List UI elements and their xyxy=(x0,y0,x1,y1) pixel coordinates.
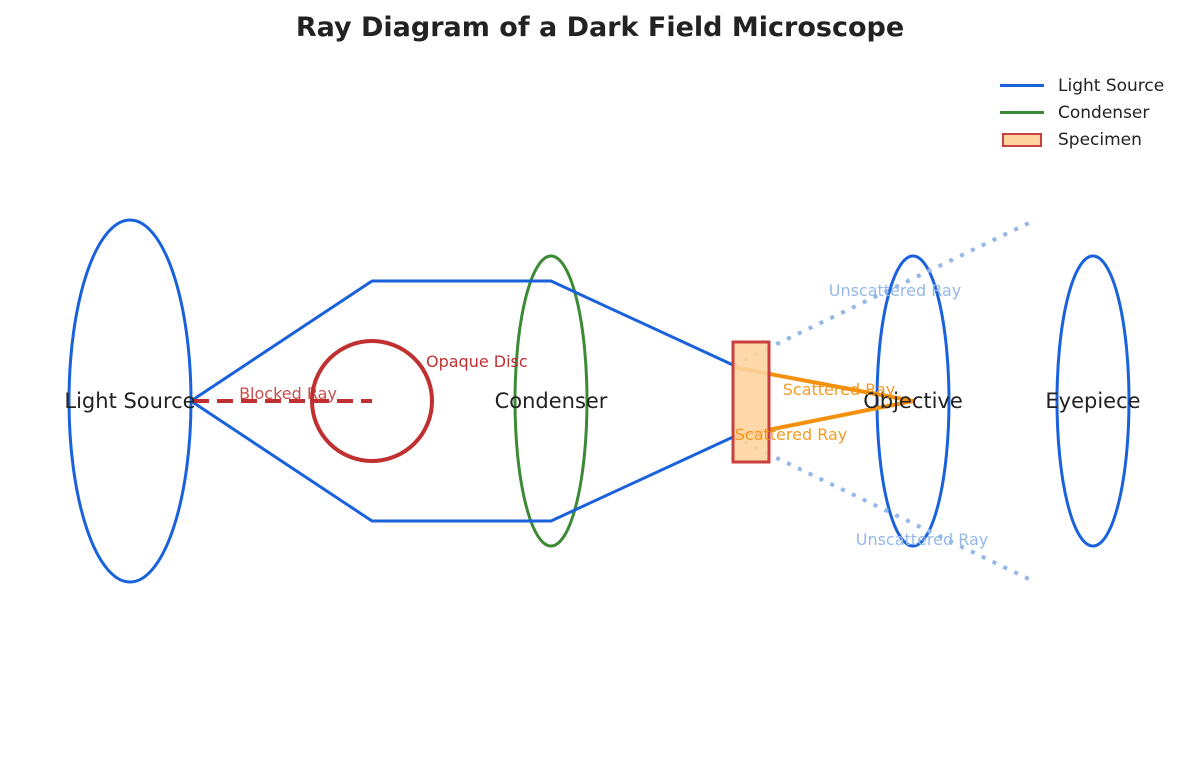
objective-label: Objective xyxy=(863,389,963,413)
objective-lens xyxy=(875,254,951,548)
condenser-lens xyxy=(513,254,589,548)
legend-item-condenser: Condenser xyxy=(1000,99,1190,126)
legend-item-specimen: Specimen xyxy=(1000,126,1190,153)
light-source-label: Light Source xyxy=(64,389,195,413)
unscattered-ray-label-bottom: Unscattered Ray xyxy=(856,530,989,549)
eyepiece-lens xyxy=(1055,254,1131,548)
legend-label-specimen: Specimen xyxy=(1058,129,1142,150)
specimen xyxy=(731,340,771,464)
legend: Light Source Condenser Specimen xyxy=(1000,72,1190,153)
unscattered-ray-label-top: Unscattered Ray xyxy=(829,281,962,300)
unscattered-ray-lower xyxy=(732,435,1036,584)
legend-label-condenser: Condenser xyxy=(1058,102,1150,123)
light-ray-upper xyxy=(190,279,734,403)
legend-swatch-condenser xyxy=(1000,111,1044,114)
legend-label-light-source: Light Source xyxy=(1058,75,1165,96)
opaque-disc-label: Opaque Disc xyxy=(426,352,528,371)
scattered-ray-label-top: Scattered Ray xyxy=(783,380,896,399)
scattered-ray-label-bottom: Scattered Ray xyxy=(735,425,848,444)
opaque-disc xyxy=(310,339,434,463)
diagram-title: Ray Diagram of a Dark Field Microscope xyxy=(295,12,905,43)
blocked-ray-label: Blocked Ray xyxy=(239,384,337,403)
legend-swatch-light-source xyxy=(1000,84,1044,87)
legend-swatch-specimen xyxy=(1002,132,1042,147)
light-ray-lower xyxy=(190,399,734,523)
unscattered-ray-upper xyxy=(732,218,1036,367)
eyepiece-label: Eyepiece xyxy=(1045,389,1140,413)
legend-item-light-source: Light Source xyxy=(1000,72,1190,99)
condenser-label: Condenser xyxy=(495,389,608,413)
